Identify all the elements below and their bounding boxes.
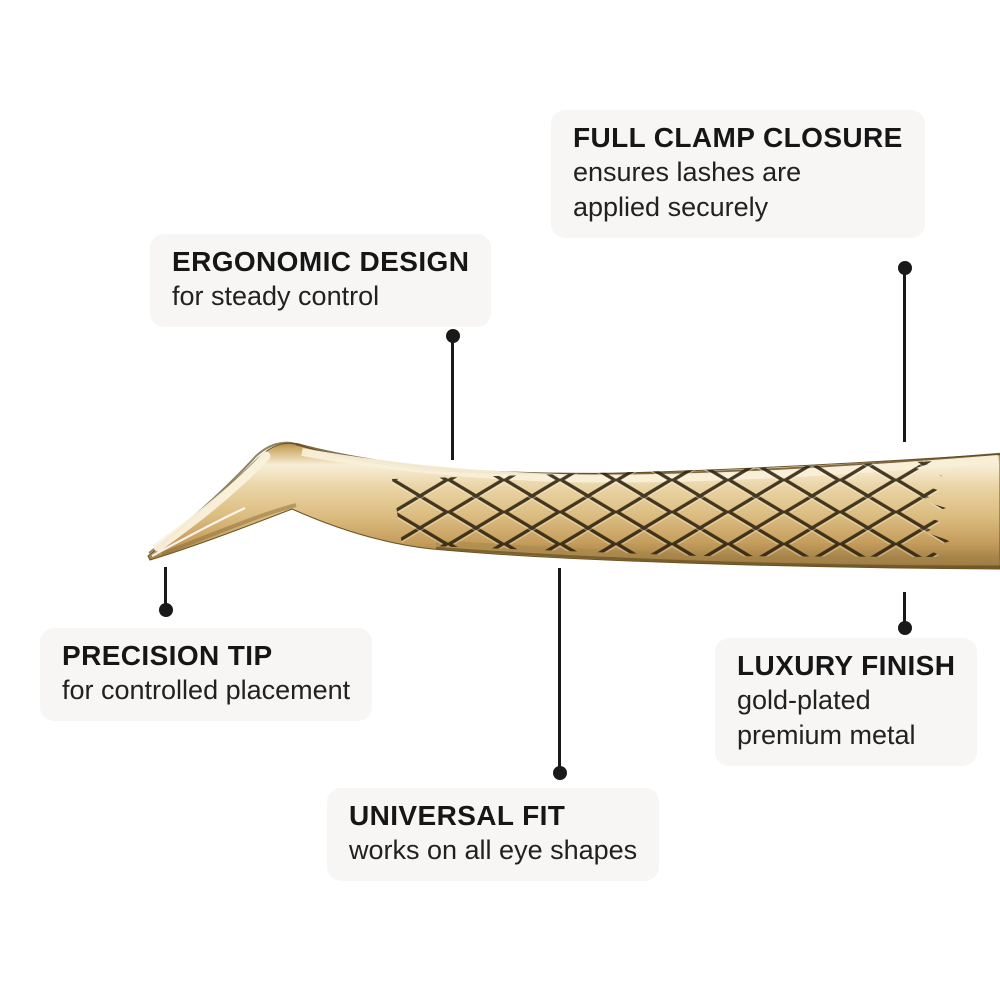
callout-title: ERGONOMIC DESIGN [172, 246, 470, 277]
callout-luxury-finish: LUXURY FINISH gold-plated premium metal [715, 638, 978, 766]
leader-dot [445, 329, 460, 343]
callout-description: for controlled placement [62, 675, 351, 705]
leader-luxury-finish [897, 592, 912, 635]
callout-description: works on all eye shapes [349, 835, 638, 865]
callout-full-clamp-closure: FULL CLAMP CLOSURE ensures lashes are ap… [551, 110, 925, 238]
callout-description: ensures lashes are applied securely [573, 157, 802, 222]
callout-title: FULL CLAMP CLOSURE [573, 122, 903, 153]
callout-title: LUXURY FINISH [737, 650, 956, 681]
leader-full-clamp-closure [897, 261, 912, 442]
callout-description: gold-plated premium metal [737, 685, 916, 750]
callout-ergonomic-design: ERGONOMIC DESIGN for steady control [150, 234, 492, 327]
callout-title: PRECISION TIP [62, 640, 273, 671]
leader-universal-fit [552, 568, 567, 780]
callout-precision-tip: PRECISION TIP for controlled placement [40, 628, 373, 721]
leader-dot [552, 766, 567, 780]
leader-ergonomic-design [445, 329, 460, 460]
leader-precision-tip [158, 567, 173, 617]
callout-description: for steady control [172, 281, 380, 311]
callout-title: UNIVERSAL FIT [349, 800, 566, 831]
callout-universal-fit: UNIVERSAL FIT works on all eye shapes [327, 788, 660, 881]
leader-dot [158, 603, 173, 617]
leader-dot [897, 621, 912, 635]
leader-dot [897, 261, 912, 275]
